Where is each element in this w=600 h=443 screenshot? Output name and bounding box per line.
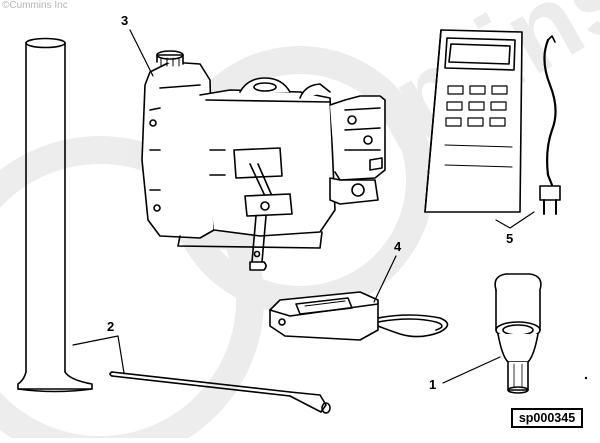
- rod-tool: [109, 371, 331, 414]
- stopwatch: [269, 291, 449, 341]
- graduated-cylinder: [17, 37, 93, 393]
- callout-1: 1: [429, 377, 437, 392]
- callout-line-3: [129, 29, 154, 77]
- callout-line-5: [495, 211, 535, 229]
- callout-line-4: [373, 255, 397, 303]
- callout-4: 4: [394, 239, 402, 254]
- callout-5: 5: [506, 231, 514, 246]
- callout-line-1: [442, 356, 501, 384]
- callout-3: 3: [121, 13, 129, 28]
- digital-tester: [424, 29, 561, 215]
- copyright-text: ©Cummins Inc: [2, 0, 68, 11]
- fuel-pump: [141, 50, 386, 271]
- callout-2: 2: [107, 319, 115, 334]
- cup-adapter: [494, 273, 542, 394]
- figure-id-label: sp000345: [511, 408, 583, 428]
- callout-line-2: [72, 335, 125, 374]
